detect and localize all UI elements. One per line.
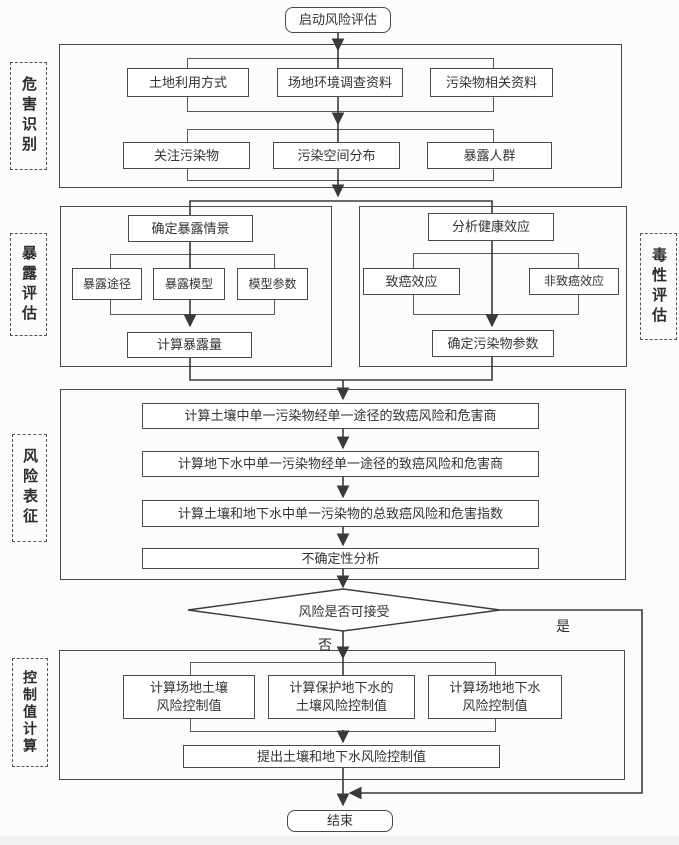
node-model-parameters: 模型参数 <box>237 268 308 300</box>
label-control-value-calc: 控制值计算 <box>12 658 48 767</box>
node-pollution-spatial-distribution: 污染空间分布 <box>273 142 400 169</box>
footer-strip <box>0 836 679 845</box>
decision-diamond <box>187 588 501 632</box>
node-pollutant-related-data: 污染物相关资料 <box>430 68 553 97</box>
label-risk-characterization: 风险表征 <box>12 434 47 542</box>
label-exposure-assessment: 暴露评估 <box>10 233 47 336</box>
node-calculate-exposure: 计算暴露量 <box>127 332 252 358</box>
node-soil-single-pathway-risk: 计算土壤中单一污染物经单一途径的致癌风险和危害商 <box>142 403 539 429</box>
node-exposed-population: 暴露人群 <box>427 142 552 169</box>
label-no: 否 <box>318 637 332 653</box>
node-groundwater-protective-soil-control-value: 计算保护地下水的 土壤风险控制值 <box>268 675 415 719</box>
end-node: 结束 <box>287 810 393 832</box>
label-toxicity-assessment: 毒性评估 <box>640 233 677 340</box>
decision-risk-acceptable: 风险是否可接受 <box>298 603 390 619</box>
node-land-use: 土地利用方式 <box>127 68 249 97</box>
node-exposure-pathway: 暴露途径 <box>72 268 142 300</box>
node-noncarcinogenic-effect: 非致癌效应 <box>529 268 619 295</box>
start-node: 启动风险评估 <box>285 7 391 33</box>
section-exposure-assessment <box>60 206 332 367</box>
node-pollutants-of-concern: 关注污染物 <box>123 142 250 169</box>
node-groundwater-single-pathway-risk: 计算地下水中单一污染物经单一途径的致癌风险和危害商 <box>142 451 539 477</box>
node-site-soil-control-value: 计算场地土壤 风险控制值 <box>123 675 255 719</box>
node-carcinogenic-effect: 致癌效应 <box>363 268 460 295</box>
node-site-survey-data: 场地环境调查资料 <box>277 68 403 97</box>
node-propose-control-values: 提出土壤和地下水风险控制值 <box>183 745 500 768</box>
node-exposure-scenario: 确定暴露情景 <box>128 215 253 242</box>
section-toxicity-assessment <box>359 206 627 367</box>
node-site-groundwater-control-value: 计算场地地下水 风险控制值 <box>428 675 562 719</box>
node-contaminant-parameters: 确定污染物参数 <box>432 330 554 357</box>
node-health-effects-analysis: 分析健康效应 <box>428 213 554 241</box>
label-hazard-identification: 危害识别 <box>10 62 47 170</box>
node-uncertainty-analysis: 不确定性分析 <box>142 548 539 569</box>
node-total-risk-hazard-index: 计算土壤和地下水中单一污染物的总致癌风险和危害指数 <box>142 500 539 527</box>
label-yes: 是 <box>556 618 570 634</box>
node-exposure-model: 暴露模型 <box>153 268 225 300</box>
